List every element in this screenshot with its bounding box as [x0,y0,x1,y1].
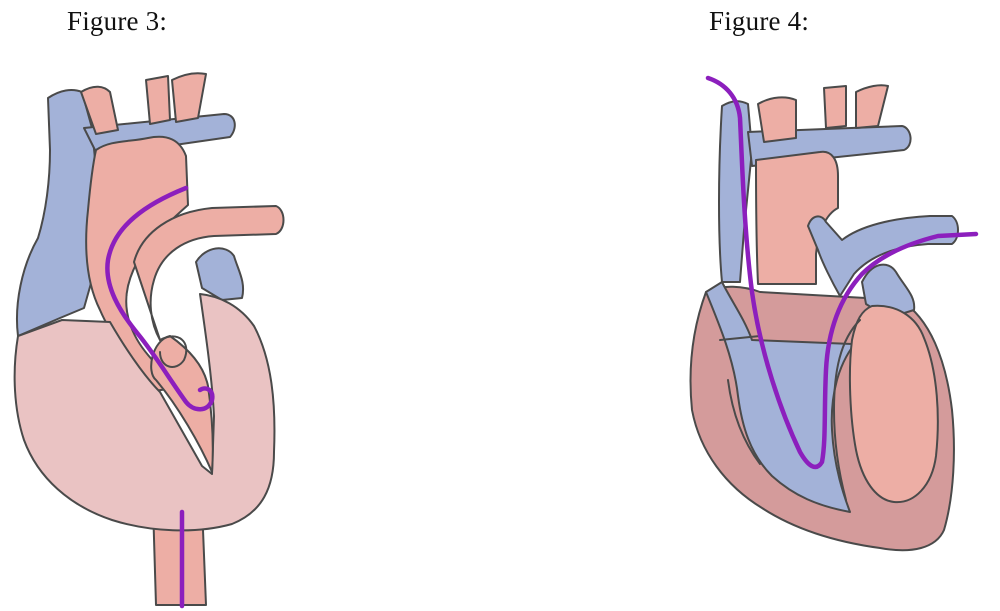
superior-vena-cava [15,89,99,337]
conus-fold [159,335,188,368]
ventricle-surface [13,293,276,532]
right-ventricle-inner-line [727,379,761,465]
figure-3-heart-exterior [13,72,285,609]
figure-3-caption: Figure 3: [67,6,168,36]
catheter-wire-figure-4 [705,75,979,470]
tricuspid-line [719,335,761,341]
interventricular-septum [833,319,861,501]
aorta-4-center-vessel [823,85,847,129]
aorta-4-left-stump [757,96,797,143]
left-atrial-appendage [195,247,244,301]
figure-4-heart-section [689,75,979,552]
pulmonary-artery-4 [807,215,959,297]
figure-4-caption: Figure 4: [709,6,810,36]
arch-vessel-left [80,85,119,135]
aorta-4-right-vessel [855,84,889,129]
arch-vessel-right [171,72,207,123]
arch-vessel-center [145,75,171,125]
pulmonary-artery [133,205,285,341]
catheter-wire-figure-3-arch [105,185,215,412]
left-atrium-4 [861,263,916,319]
left-ventricle-4 [848,304,939,504]
